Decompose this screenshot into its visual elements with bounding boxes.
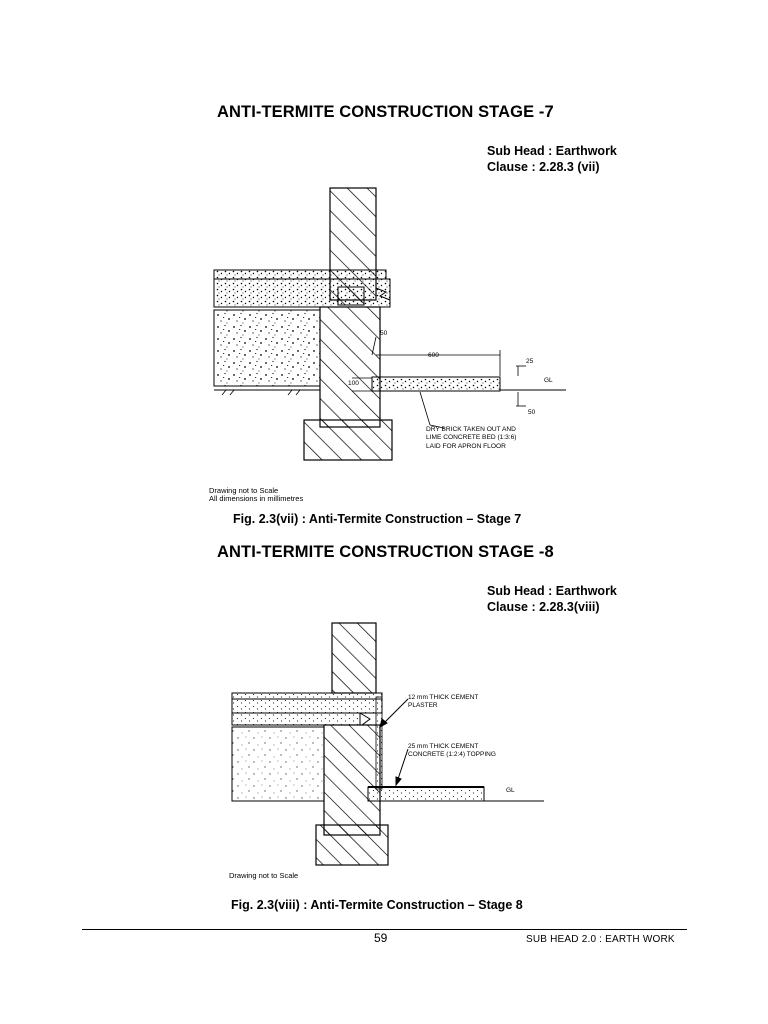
stage7-clause: Clause : 2.28.3 (vii) [487,160,600,174]
footer-rule [82,929,687,930]
stage8-callout1-line1: 12 mm THICK CEMENT [408,694,478,701]
stage7-note-scale: Drawing not to Scale [209,486,279,495]
stage8-note-scale: Drawing not to Scale [229,871,299,880]
running-head: SUB HEAD 2.0 : EARTH WORK [526,934,675,945]
stage7-callout-line2: LIME CONCRETE BED (1:3:6) [426,434,517,441]
stage7-foundation-wall [319,306,381,428]
stage8-upper-wall [331,622,377,694]
stage7-subhead: Sub Head : Earthwork [487,144,617,158]
stage7-dim-50a: 50 [380,330,388,337]
stage8-earth-fill [231,726,325,802]
stage8-caption: Fig. 2.3(viii) : Anti-Termite Constructi… [231,898,523,912]
stage8-callout1-line2: PLASTER [408,702,438,709]
stage8-subhead: Sub Head : Earthwork [487,584,617,598]
stage7-title: ANTI-TERMITE CONSTRUCTION STAGE -7 [217,103,554,121]
stage8-clause: Clause : 2.28.3(viii) [487,600,600,614]
stage7-caption: Fig. 2.3(vii) : Anti-Termite Constructio… [233,512,522,526]
stage8-gl-label: GL [506,787,515,794]
stage7-dim-gl: GL [544,377,553,384]
stage7-callout-line3: LAID FOR APRON FLOOR [426,443,506,450]
stage7-dim-100: 100 [348,380,359,387]
stage7-apron [371,376,501,392]
stage7-dim-50b: 50 [528,409,536,416]
stage8-drawing: 12 mm THICK CEMENT PLASTER 25 mm THICK C… [231,622,544,866]
stage7-callout-line1: DRY BRICK TAKEN OUT AND [426,426,516,433]
stage8-title: ANTI-TERMITE CONSTRUCTION STAGE -8 [217,543,554,561]
stage7-drawing: 50 600 25 GL 100 50 DRY BRICK TAKEN OUT … [213,187,566,461]
stage8-callout2-line1: 25 mm THICK CEMENT [408,743,478,750]
stage8-apron [367,786,485,802]
stage8-foundation-wall [323,724,381,836]
stage8-callout2-line2: CONCRETE (1:2:4) TOPPING [408,751,496,758]
stage7-dim-600: 600 [428,352,439,359]
stage7-earth-fill [213,309,321,387]
stage7-dim-25: 25 [526,358,534,365]
stage7-note-units: All dimensions in millimetres [209,494,304,503]
page-number: 59 [374,931,388,945]
